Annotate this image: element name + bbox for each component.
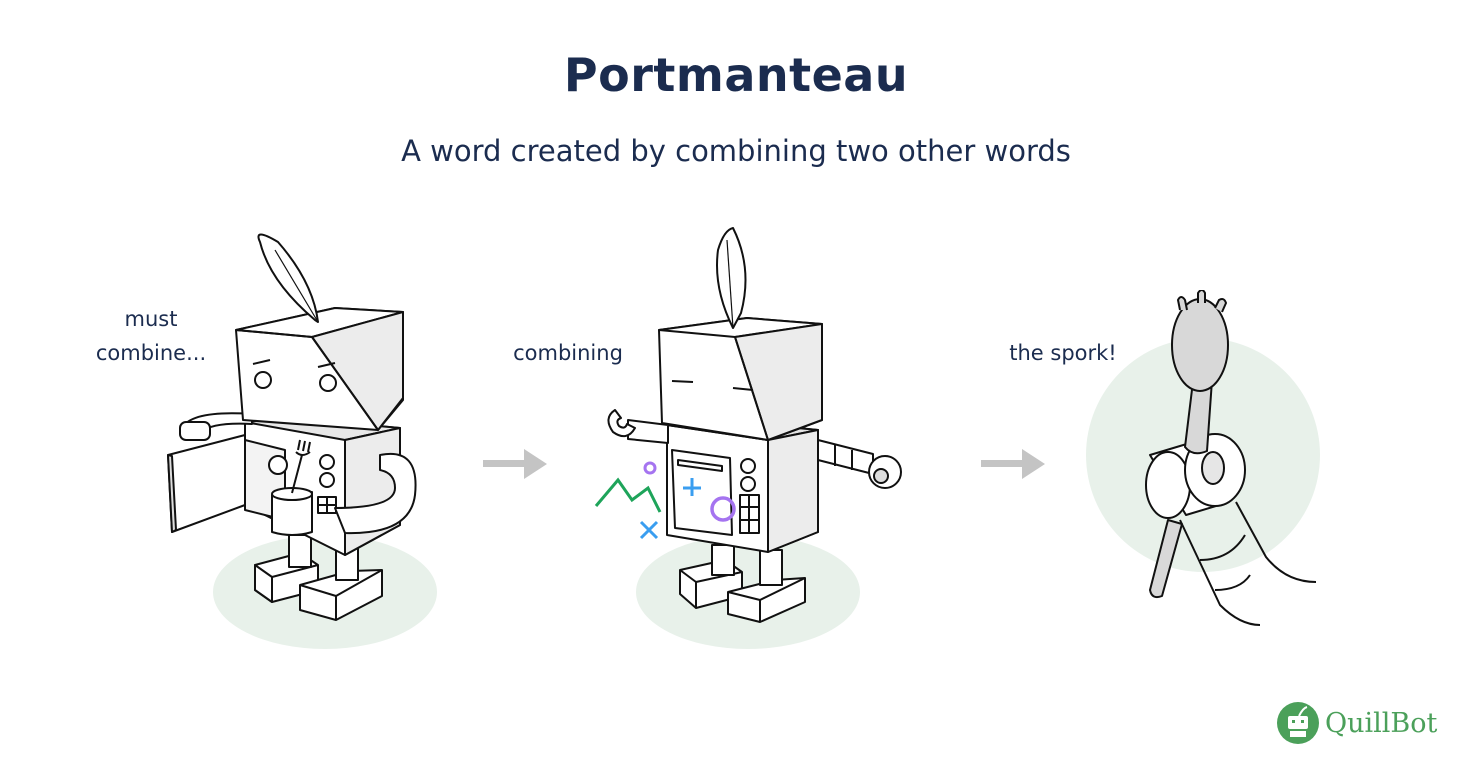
caption-must-combine: must combine... (88, 302, 214, 370)
quillbot-robot-icon (1277, 702, 1319, 744)
robot-holding-utensils-illustration (167, 233, 437, 649)
quillbot-logo: QuillBot (1277, 702, 1437, 744)
page-subtitle: A word created by combining two other wo… (401, 134, 1071, 168)
brand-name: QuillBot (1325, 707, 1438, 739)
robot-combining-illustration (594, 227, 902, 649)
arrow-right-icon (483, 449, 547, 479)
page-title: Portmanteau (563, 48, 909, 102)
arrow-right-icon (981, 449, 1045, 479)
caption-combining: combining (513, 341, 623, 365)
caption-the-spork: the spork! (1009, 341, 1117, 365)
caption-line-1: must (124, 307, 178, 331)
spork-illustration (1086, 290, 1320, 626)
caption-line-2: combine... (95, 341, 207, 365)
